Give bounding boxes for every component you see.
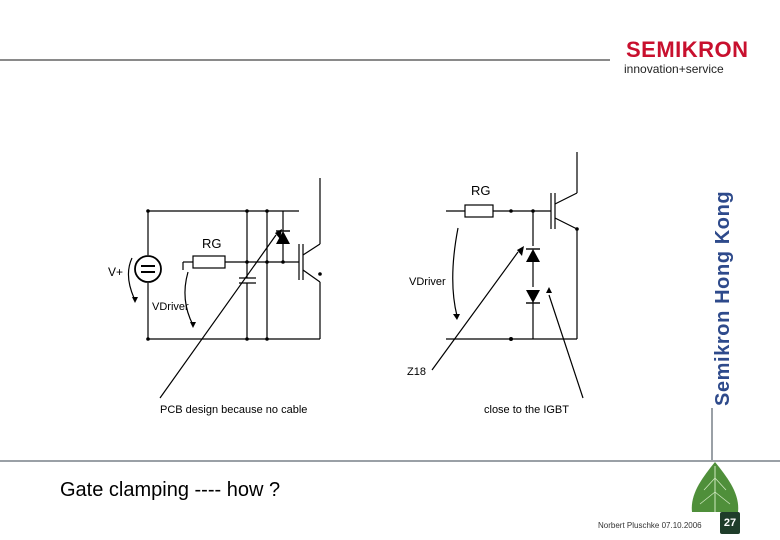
footer-author-date: Norbert Pluschke 07.10.2006 <box>598 521 702 530</box>
right-vdriver-label: VDriver <box>409 276 446 288</box>
footer-rule <box>0 460 780 462</box>
page-number-badge: 27 <box>720 512 740 534</box>
z18-label: Z18 <box>407 366 426 378</box>
left-vdriver-label: VDriver <box>152 301 189 313</box>
close-to-igbt-label: close to the IGBT <box>484 404 569 416</box>
leaf-icon <box>691 462 739 512</box>
left-circuit <box>127 178 321 340</box>
logo-wordmark: SEMIKRON <box>626 37 749 62</box>
right-circuit <box>446 152 578 340</box>
vertical-rule <box>711 408 713 460</box>
right-rg-label: RG <box>471 183 491 198</box>
pcb-design-label: PCB design because no cable <box>160 404 308 416</box>
left-vplus-label: V+ <box>108 265 124 279</box>
logo-tagline: innovation+service <box>624 62 724 76</box>
left-rg-label: RG <box>202 236 222 251</box>
top-rule <box>0 59 610 61</box>
slide-title: Gate clamping ---- how ? <box>60 479 281 501</box>
semikron-logo: SEMIKRON innovation+service <box>622 38 748 78</box>
